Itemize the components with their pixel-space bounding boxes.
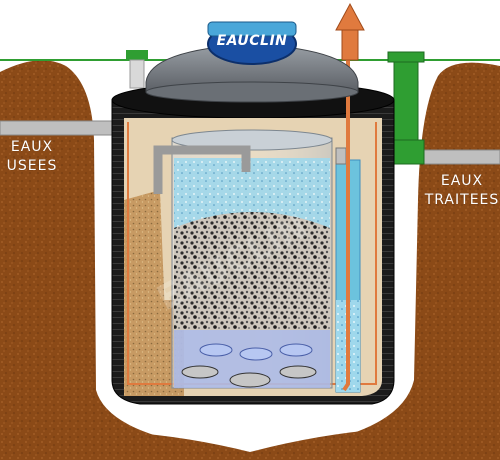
diffuser-disc-2 — [239, 347, 273, 361]
gravel-mound — [174, 212, 330, 228]
inlet-label-line1: EAUX — [10, 139, 54, 155]
diffuser-disc-3 — [279, 343, 313, 357]
base-disc-1 — [181, 365, 219, 379]
soil-left — [0, 60, 250, 460]
outlet-stem — [335, 147, 347, 165]
cylinder-top — [171, 129, 333, 151]
lid-base — [145, 81, 359, 103]
base-disc-2 — [229, 372, 271, 388]
base-disc-3 — [279, 365, 317, 379]
inlet-label-line2: USEES — [6, 158, 58, 174]
inlet-pipe — [0, 120, 113, 136]
outlet-label-line2: TRAITEES — [424, 192, 500, 208]
lid-riser — [207, 21, 297, 37]
diffuser-disc-1 — [199, 343, 233, 357]
inlet-u-tube — [153, 145, 251, 194]
inlet-label: EAUX USEES — [0, 138, 64, 176]
brand-logo-text: EAUCLIN — [216, 33, 288, 49]
outlet-label-line1: EAUX — [440, 173, 484, 189]
outlet-label: EAUX TRAITEES — [424, 172, 500, 210]
vent-arrow-icon — [335, 2, 365, 31]
vent-pipe-left — [126, 50, 148, 60]
soil-bottom — [0, 426, 500, 460]
vent-column-cap — [387, 51, 425, 63]
gravel-media — [174, 228, 330, 330]
vent-stem-left — [129, 59, 145, 89]
vent-arrow-stem — [341, 29, 359, 61]
